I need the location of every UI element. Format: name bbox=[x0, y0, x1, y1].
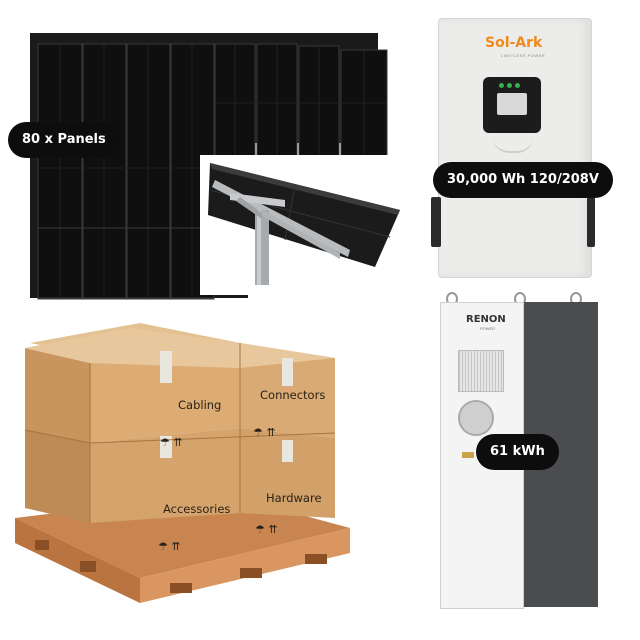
ground-mount-image bbox=[200, 155, 410, 295]
inverter-display bbox=[483, 77, 541, 133]
svg-text:☂ ⇈: ☂ ⇈ bbox=[158, 540, 181, 553]
box-label-accessories: Accessories bbox=[163, 502, 231, 516]
inverter-unit: Sol-Ark LIMITLESS POWER bbox=[431, 18, 595, 278]
battery-logo-sub: POWER bbox=[480, 326, 496, 331]
inverter-vent bbox=[493, 137, 533, 153]
pallet-boxes-image: ☂ ⇈ ☂ ⇈ ☂ ⇈ ☂ ⇈ bbox=[15, 323, 350, 603]
battery-capacity-label: 61 kWh bbox=[476, 434, 559, 470]
box-label-connectors: Connectors bbox=[260, 388, 326, 402]
battery-logo: RENON bbox=[466, 314, 506, 325]
inverter-logo: Sol-Ark bbox=[485, 35, 543, 51]
svg-text:☂ ⇈: ☂ ⇈ bbox=[255, 523, 278, 536]
panels-count-label: 80 x Panels bbox=[8, 122, 120, 158]
box-label-hardware: Hardware bbox=[266, 491, 322, 505]
inverter-tagline: LIMITLESS POWER bbox=[501, 53, 546, 58]
svg-text:☂ ⇈: ☂ ⇈ bbox=[160, 436, 183, 449]
svg-text:☂ ⇈: ☂ ⇈ bbox=[253, 426, 276, 439]
box-label-cabling: Cabling bbox=[178, 398, 222, 412]
inverter-capacity-label: 30,000 Wh 120/208V bbox=[433, 162, 613, 198]
